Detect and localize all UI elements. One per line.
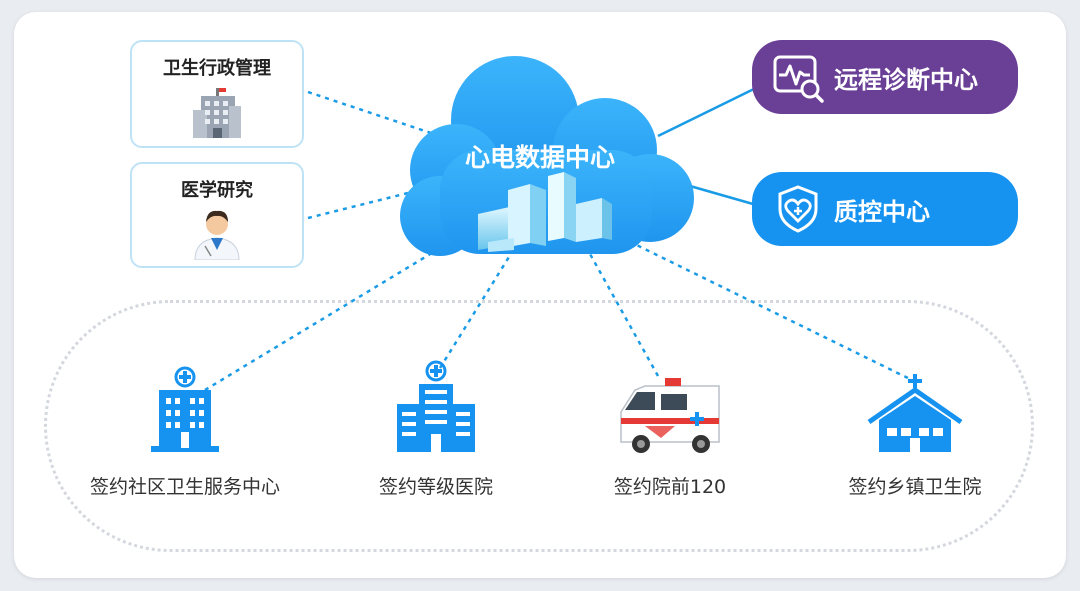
ecg-search-icon (773, 55, 824, 103)
hospital-icon (397, 360, 475, 452)
link-township (609, 230, 917, 384)
remote-diagnosis-label: 远程诊断中心 (834, 65, 978, 94)
cloud-icon (400, 56, 694, 256)
remote-diagnosis-button[interactable]: 远程诊断中心 (752, 40, 1018, 114)
institution-hospital: 签约等级医院 (346, 360, 526, 499)
quality-control-label: 质控中心 (834, 197, 930, 226)
ambulance-icon (620, 378, 720, 453)
admin-box: 卫生行政管理 (130, 40, 304, 148)
institution-township: 签约乡镇卫生院 (820, 372, 1010, 499)
institution-community-label: 签约社区卫生服务中心 (89, 476, 280, 498)
institution-community: 签约社区卫生服务中心 (70, 366, 300, 499)
quality-control-button[interactable]: 质控中心 (752, 172, 1018, 246)
admin-label: 卫生行政管理 (163, 58, 271, 79)
link-admin (307, 90, 453, 142)
doctor-icon (194, 210, 240, 261)
link-research (307, 188, 421, 220)
government-building-icon (193, 88, 241, 138)
institution-ambulance-label: 签约院前120 (613, 476, 727, 498)
community-health-center-icon (151, 366, 219, 452)
township-clinic-icon (867, 374, 963, 452)
shield-heart-icon (778, 185, 818, 233)
research-box: 医学研究 (130, 162, 304, 268)
institution-hospital-label: 签约等级医院 (378, 476, 493, 498)
institutions-zone (44, 300, 1034, 552)
link-community (204, 228, 471, 392)
center-title: 心电数据中心 (464, 143, 615, 172)
link-hospital (438, 235, 524, 369)
link-qc (689, 184, 761, 208)
research-label: 医学研究 (181, 180, 253, 201)
institution-township-label: 签约乡镇卫生院 (848, 476, 982, 498)
link-remote (657, 84, 761, 138)
data-center-buildings-icon (478, 172, 612, 252)
institution-ambulance: 签约院前120 (580, 372, 760, 499)
